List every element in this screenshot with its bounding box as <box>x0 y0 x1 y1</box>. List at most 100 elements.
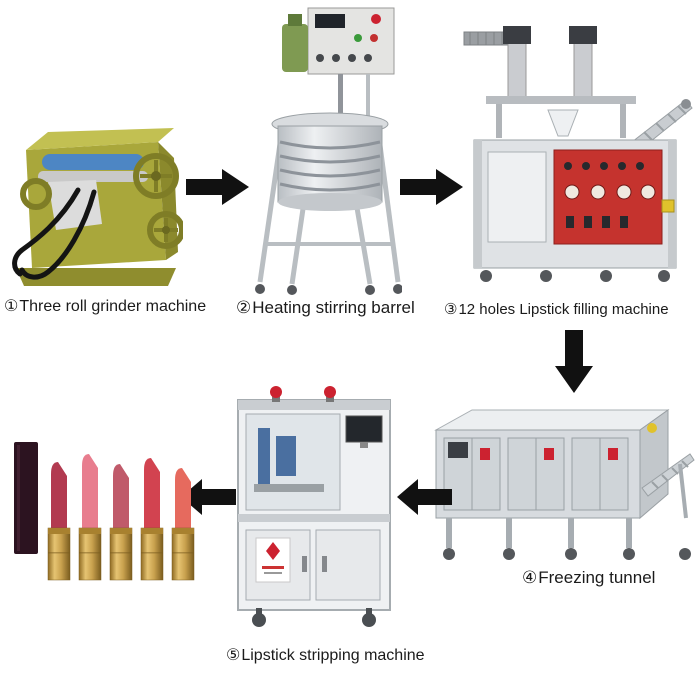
heating-coil <box>279 140 381 192</box>
post-right <box>620 104 626 138</box>
dark-lipstick-highlight <box>17 445 20 551</box>
frame-column-left <box>474 140 482 268</box>
panel-knobs <box>564 162 644 170</box>
pilot-light-green <box>354 34 362 42</box>
sign-text-line-2 <box>264 572 282 574</box>
lipstick-1 <box>47 462 71 581</box>
grinder-cables <box>12 187 97 280</box>
panel-switches <box>566 216 628 228</box>
motor-left <box>503 26 531 44</box>
step5-label: ⑤Lipstick stripping machine <box>226 645 425 665</box>
grinder-handwheels <box>20 153 183 249</box>
step2-number: ② <box>236 298 252 317</box>
heating-stirring-barrel-illustration <box>255 7 402 295</box>
lipstick-filling-machine-illustration <box>463 26 693 282</box>
sign-text-line <box>262 566 284 569</box>
mid-shelf <box>238 514 390 522</box>
step1-label: ①Three roll grinder machine <box>4 296 206 316</box>
blue-mechanism <box>258 428 296 484</box>
outfeed-leg <box>678 463 688 519</box>
down-arrow-icon <box>555 330 593 393</box>
lipstick-4 <box>140 458 164 581</box>
door-handle-left <box>302 556 307 572</box>
cross-beam <box>486 96 636 104</box>
arrow-step1-to-step2 <box>186 168 250 206</box>
step5-text: Lipstick stripping machine <box>241 647 425 664</box>
lipstick-2 <box>78 454 102 581</box>
freezing-tunnel-illustration <box>434 409 695 560</box>
yellow-button <box>661 199 675 213</box>
barrel-bottom <box>278 193 382 211</box>
filling-funnel <box>547 109 579 137</box>
arrow-step5-to-product <box>180 478 236 516</box>
motor-right <box>569 26 597 44</box>
grinder-base <box>16 268 176 286</box>
tunnel-top-face <box>434 409 670 431</box>
cabinet-window <box>487 151 547 243</box>
tunnel-legs <box>446 518 632 548</box>
lipstick-filling-machine-image <box>456 24 694 296</box>
brand-diamond-logo <box>266 542 280 560</box>
lipstick-stripping-machine-image <box>230 384 398 630</box>
screen-stand <box>360 442 368 448</box>
control-display <box>315 14 345 28</box>
casters <box>480 270 670 282</box>
freezing-tunnel-image <box>428 396 696 566</box>
step5-number: ⑤ <box>226 647 241 664</box>
step3-number: ③ <box>444 301 458 318</box>
post-left <box>496 104 502 138</box>
handwheel-hub <box>151 171 161 181</box>
touch-screen <box>345 415 383 443</box>
finished-lipsticks-image <box>8 428 203 588</box>
warning-stickers <box>480 448 618 460</box>
yellow-lamp <box>647 423 657 433</box>
panel-gauges <box>564 184 656 200</box>
stirrer-shaft <box>338 74 343 124</box>
right-arrow-icon <box>186 169 249 205</box>
handwheel-hub-2 <box>162 226 170 234</box>
door-handle-right <box>322 556 327 572</box>
arrow-step4-to-step5 <box>396 478 452 516</box>
casters <box>255 284 402 295</box>
control-knobs <box>316 54 372 62</box>
step4-label: ④Freezing tunnel <box>522 568 655 588</box>
tunnel-control-screen <box>448 442 468 458</box>
lipstick-3 <box>109 464 133 581</box>
right-arrow-icon <box>400 169 463 205</box>
three-roll-grinder-image <box>8 72 183 292</box>
outfeed-rungs <box>651 460 689 489</box>
conveyor-wheel <box>681 99 691 109</box>
grinder-steel-roller <box>38 171 148 182</box>
emergency-buttons <box>270 386 336 402</box>
conveyor-rungs <box>643 105 687 141</box>
stirrer-motor <box>282 24 308 72</box>
step3-text: 12 holes Lipstick filling machine <box>458 301 669 318</box>
left-arrow-icon <box>397 479 452 515</box>
tunnel-doors <box>443 437 629 511</box>
tunnel-casters <box>443 548 691 560</box>
three-roll-grinder-illustration <box>12 128 183 286</box>
left-arrow-icon <box>181 479 236 515</box>
lipstick-5 <box>171 468 195 581</box>
grinder-top-deck <box>26 128 174 150</box>
step2-label: ②Heating stirring barrel <box>236 298 415 318</box>
stripper-casters <box>252 608 376 627</box>
piston-cylinder-right <box>573 41 593 99</box>
heating-stirring-barrel-image <box>252 6 402 298</box>
step4-number: ④ <box>522 568 538 587</box>
support-post <box>366 74 370 124</box>
motor-cap <box>288 14 302 26</box>
step3-label: ③12 holes Lipstick filling machine <box>444 300 669 318</box>
step1-number: ① <box>4 298 19 315</box>
lipstick-stripping-machine-illustration <box>237 386 391 627</box>
piston-cylinder-left <box>507 41 527 99</box>
slide-rail <box>254 484 324 492</box>
pilot-light-red <box>371 14 381 24</box>
step4-text: Freezing tunnel <box>538 568 656 587</box>
arrow-step3-to-step4 <box>554 330 594 394</box>
pilot-light-red-2 <box>370 34 378 42</box>
heater-fins <box>469 32 503 45</box>
finished-lipsticks-illustration <box>14 442 195 581</box>
step1-text: Three roll grinder machine <box>19 298 207 315</box>
